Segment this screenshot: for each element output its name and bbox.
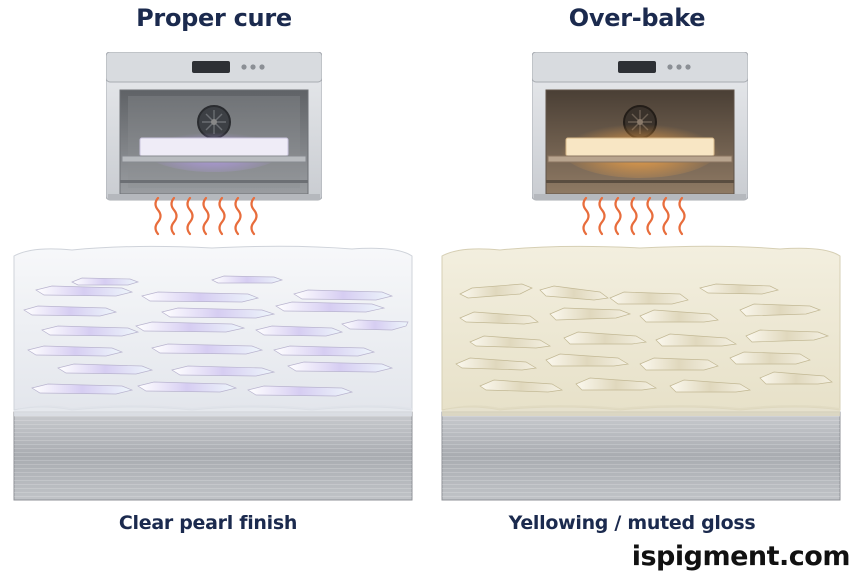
proper-cure-title: Proper cure — [136, 4, 292, 32]
coated-panel-proper — [13, 245, 413, 501]
over-bake-title: Over-bake — [568, 4, 706, 32]
oven-proper — [106, 52, 322, 201]
heat-waves-proper — [154, 196, 258, 236]
over-bake-caption: Yellowing / muted gloss — [508, 512, 756, 534]
oven-display-icon — [192, 61, 230, 73]
coated-panel-overbake — [441, 245, 841, 501]
oven-overbake — [532, 52, 748, 201]
oven-display-icon — [618, 61, 656, 73]
proper-cure-caption: Clear pearl finish — [118, 512, 298, 534]
watermark: ispigment.com — [631, 541, 851, 572]
heat-waves-overbake — [582, 196, 686, 236]
